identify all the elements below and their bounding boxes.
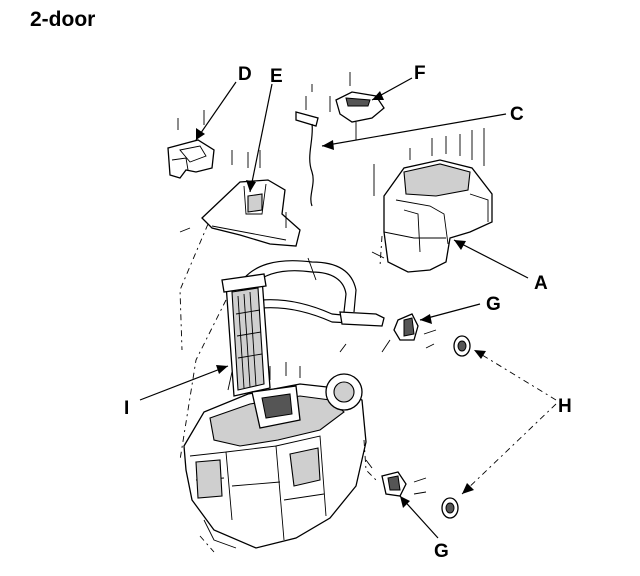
part-g-upper-damper — [381, 313, 437, 353]
part-h-lower-ring — [441, 497, 459, 519]
part-g-lower-damper — [365, 459, 427, 497]
callout-g-upper: G — [486, 294, 501, 315]
leader-lines — [139, 77, 557, 539]
callout-c: C — [510, 104, 524, 125]
part-a-housing — [371, 128, 493, 273]
part-i-heater-core — [221, 273, 271, 397]
part-d-duct — [167, 110, 215, 179]
callout-e: E — [270, 66, 283, 87]
part-c-sensor — [295, 84, 319, 207]
callout-f: F — [414, 63, 426, 84]
heater-unit-housing — [183, 343, 367, 549]
heater-pipes — [235, 257, 385, 327]
part-e-duct — [179, 150, 301, 247]
callout-a: A — [534, 273, 548, 294]
diagram-title: 2-door — [30, 8, 96, 31]
callout-g-lower: G — [434, 541, 449, 562]
part-f-bracket — [329, 72, 385, 140]
callout-d: D — [238, 64, 252, 85]
callout-h: H — [558, 396, 572, 417]
part-h-upper-ring — [453, 335, 471, 357]
callout-i: I — [124, 398, 129, 419]
assembly-guide-lines — [179, 223, 383, 553]
